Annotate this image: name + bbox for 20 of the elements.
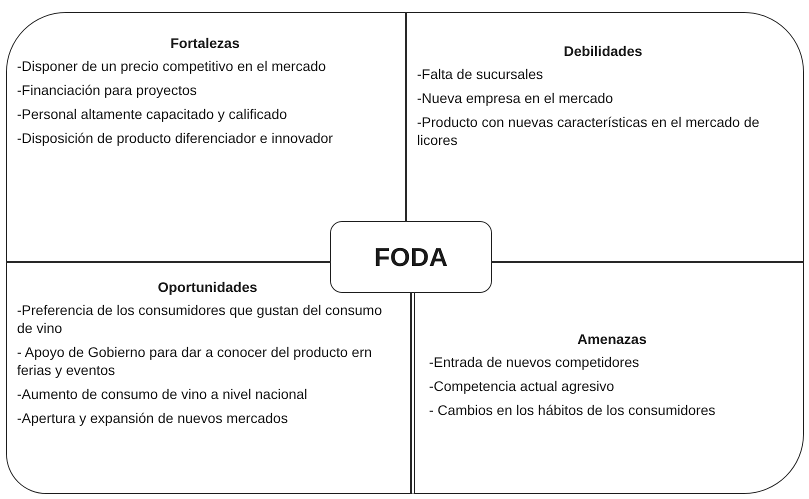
center-box (330, 221, 492, 293)
list-item: -Producto con nuevas características en el mercado de licores (417, 113, 760, 149)
list-item: -Disposición de producto diferenciador e innovador (17, 129, 334, 147)
quadrant-heading: Fortalezas (170, 35, 240, 51)
list-item: -Financiación para proyectos (17, 81, 198, 99)
quadrant-heading: Oportunidades (158, 279, 258, 295)
list-item: -Competencia actual agresivo (429, 377, 616, 395)
list-item: -Entrada de nuevos competidores (429, 353, 640, 371)
center-title: FODA (374, 242, 448, 272)
list-item: -Falta de sucursales (417, 65, 544, 83)
list-item: -Disponer de un precio competitivo en el mercado (17, 57, 327, 75)
list-item: -Nueva empresa en el mercado (417, 89, 614, 107)
quadrant-heading: Amenazas (577, 331, 647, 347)
list-item: -Preferencia de los consumidores que gustan del consumo de vino (17, 301, 383, 337)
list-item: - Apoyo de Gobierno para dar a conocer del producto ern ferias y eventos (17, 343, 373, 379)
quadrant-heading: Debilidades (564, 43, 642, 59)
list-item: -Aumento de consumo de vino a nivel nacional (17, 385, 308, 403)
list-item: -Personal altamente capacitado y calificado (17, 105, 288, 123)
list-item: - Cambios en los hábitos de los consumidores (429, 401, 716, 419)
list-item: -Apertura y expansión de nuevos mercados (17, 409, 289, 427)
